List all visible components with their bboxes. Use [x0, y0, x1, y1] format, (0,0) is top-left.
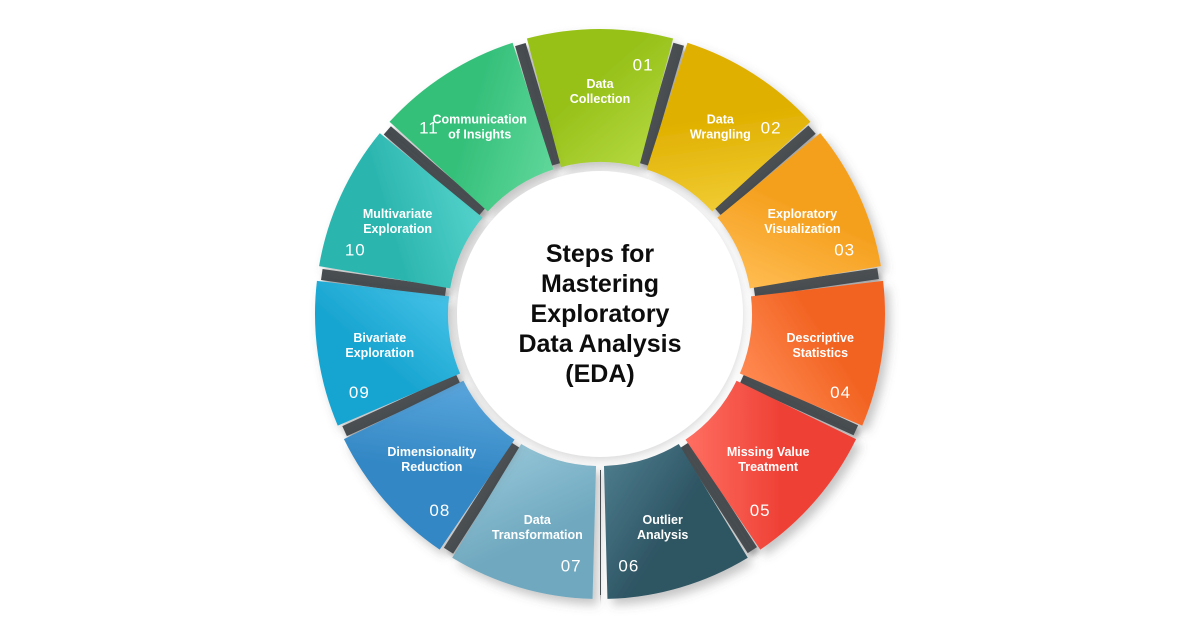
segment-number: 11 [419, 119, 439, 138]
segment-divider [638, 42, 684, 166]
segment-shape[interactable] [526, 28, 674, 168]
segment-shape[interactable] [319, 133, 483, 289]
segment-divider [679, 442, 757, 554]
segment-number: 02 [761, 119, 782, 138]
segment-dividers [321, 42, 879, 596]
segment-shape[interactable] [646, 42, 811, 212]
center-disc [457, 171, 743, 457]
segment-number: 07 [561, 556, 582, 575]
segment-shape[interactable] [739, 280, 885, 426]
segment-divider [321, 269, 447, 298]
segment-divider [753, 268, 879, 297]
segment-number: 10 [345, 241, 366, 260]
segment-shape[interactable] [685, 380, 857, 550]
segment-divider [342, 374, 461, 437]
segment-number: 08 [429, 501, 450, 520]
segment-number: 03 [834, 241, 855, 260]
segment-divider [515, 42, 562, 166]
segment-shape[interactable] [389, 42, 554, 212]
segment-number: 09 [349, 383, 370, 402]
segment-shape[interactable] [717, 133, 881, 289]
segment-shape[interactable] [452, 443, 597, 599]
segment-number: 04 [830, 383, 851, 402]
segment-shape[interactable] [603, 443, 748, 599]
segment-divider [383, 126, 486, 217]
segment-shape[interactable] [343, 380, 515, 550]
segment-divider [739, 373, 859, 436]
segment-shape[interactable] [315, 280, 461, 426]
segment-number: 01 [633, 56, 654, 75]
segment-number: 05 [750, 501, 771, 520]
segment-number: 06 [618, 556, 639, 575]
segment-divider [714, 125, 816, 216]
segment-divider [443, 442, 521, 554]
